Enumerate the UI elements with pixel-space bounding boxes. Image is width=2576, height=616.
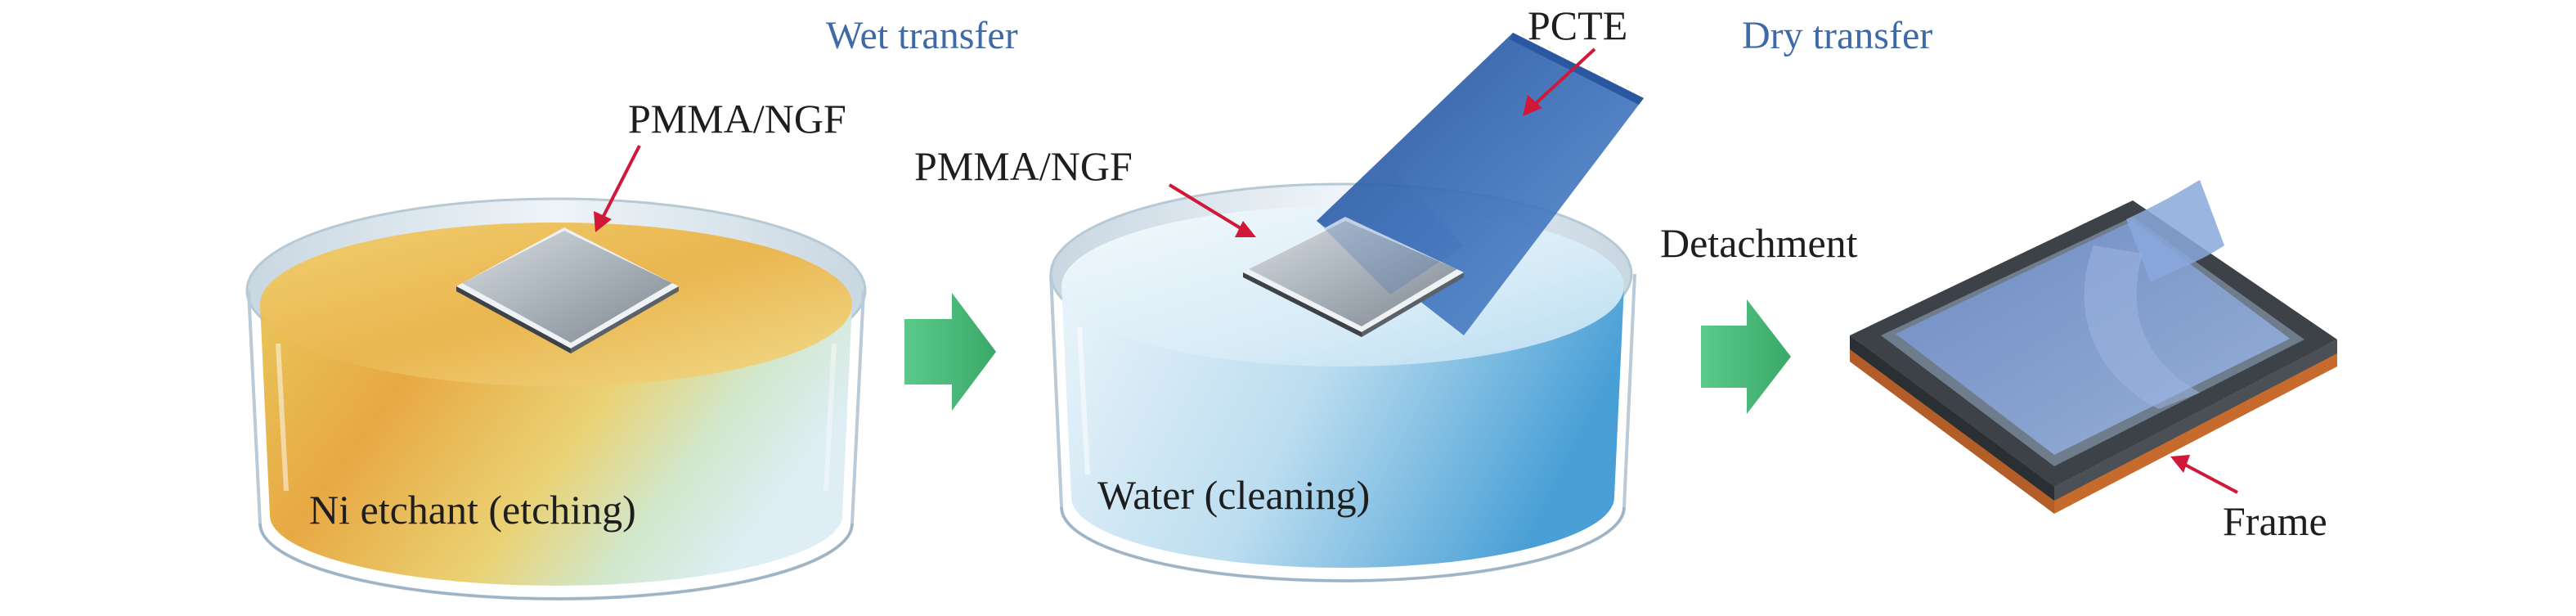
detachment-label: Detachment [1660,220,1858,266]
ni-etchant-label: Ni etchant (etching) [309,487,636,533]
etchant-beaker [245,197,867,600]
water-sample [1243,217,1464,337]
frame-assembly [1850,180,2337,514]
water-liquid [1061,286,1624,568]
pmma-ngf-label-cleaning: PMMA/NGF [914,143,1133,189]
process-arrow-2 [1701,299,1791,414]
wet-transfer-heading: Wet transfer [826,14,1018,57]
etchant-sample [456,227,679,353]
process-arrow-1 [904,293,996,411]
frame-label: Frame [2223,498,2327,544]
dry-transfer-heading: Dry transfer [1742,14,1933,57]
pmma-ngf-label-etching: PMMA/NGF [628,96,846,142]
pcte-label: PCTE [1528,2,1628,48]
water-cleaning-label: Water (cleaning) [1097,472,1371,518]
red-pointer-arrow-icon [594,47,2238,494]
water-beaker [1049,33,1644,582]
